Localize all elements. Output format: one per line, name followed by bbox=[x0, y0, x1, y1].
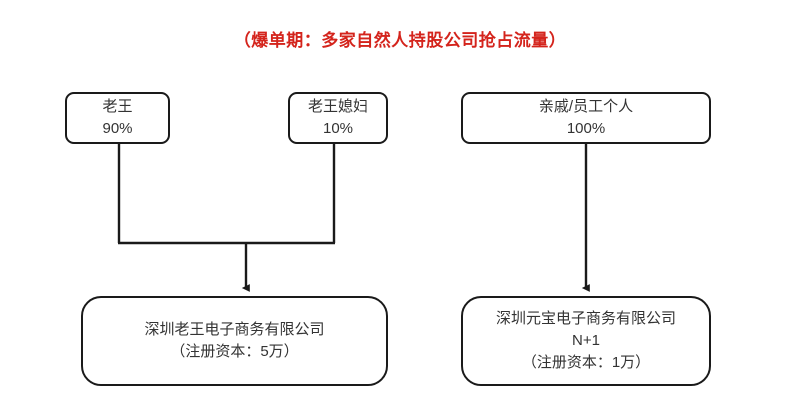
node-laowang-name: 老王 bbox=[102, 98, 133, 115]
node-laowang[interactable]: 老王 90% bbox=[65, 92, 170, 144]
node-company-b-count: N+1 bbox=[572, 332, 600, 349]
node-relatives-staff-share: 100% bbox=[566, 120, 606, 137]
node-company-a-capital: （注册资本：5万） bbox=[170, 343, 299, 360]
node-laowang-share: 90% bbox=[102, 120, 133, 137]
node-company-b[interactable]: 深圳元宝电子商务有限公司 N+1 （注册资本：1万） bbox=[461, 296, 711, 386]
node-laowang-wife[interactable]: 老王媳妇 10% bbox=[288, 92, 388, 144]
node-relatives-staff-name: 亲戚/员工个人 bbox=[538, 98, 634, 115]
node-laowang-wife-share: 10% bbox=[322, 120, 354, 137]
node-company-a[interactable]: 深圳老王电子商务有限公司 （注册资本：5万） bbox=[81, 296, 388, 386]
node-company-b-name: 深圳元宝电子商务有限公司 bbox=[495, 310, 676, 327]
node-company-b-capital: （注册资本：1万） bbox=[521, 354, 651, 371]
node-company-a-name: 深圳老王电子商务有限公司 bbox=[144, 321, 325, 338]
node-relatives-staff[interactable]: 亲戚/员工个人 100% bbox=[461, 92, 711, 144]
node-laowang-wife-name: 老王媳妇 bbox=[307, 98, 368, 115]
diagram-title: （爆单期：多家自然人持股公司抢占流量） bbox=[233, 31, 567, 50]
